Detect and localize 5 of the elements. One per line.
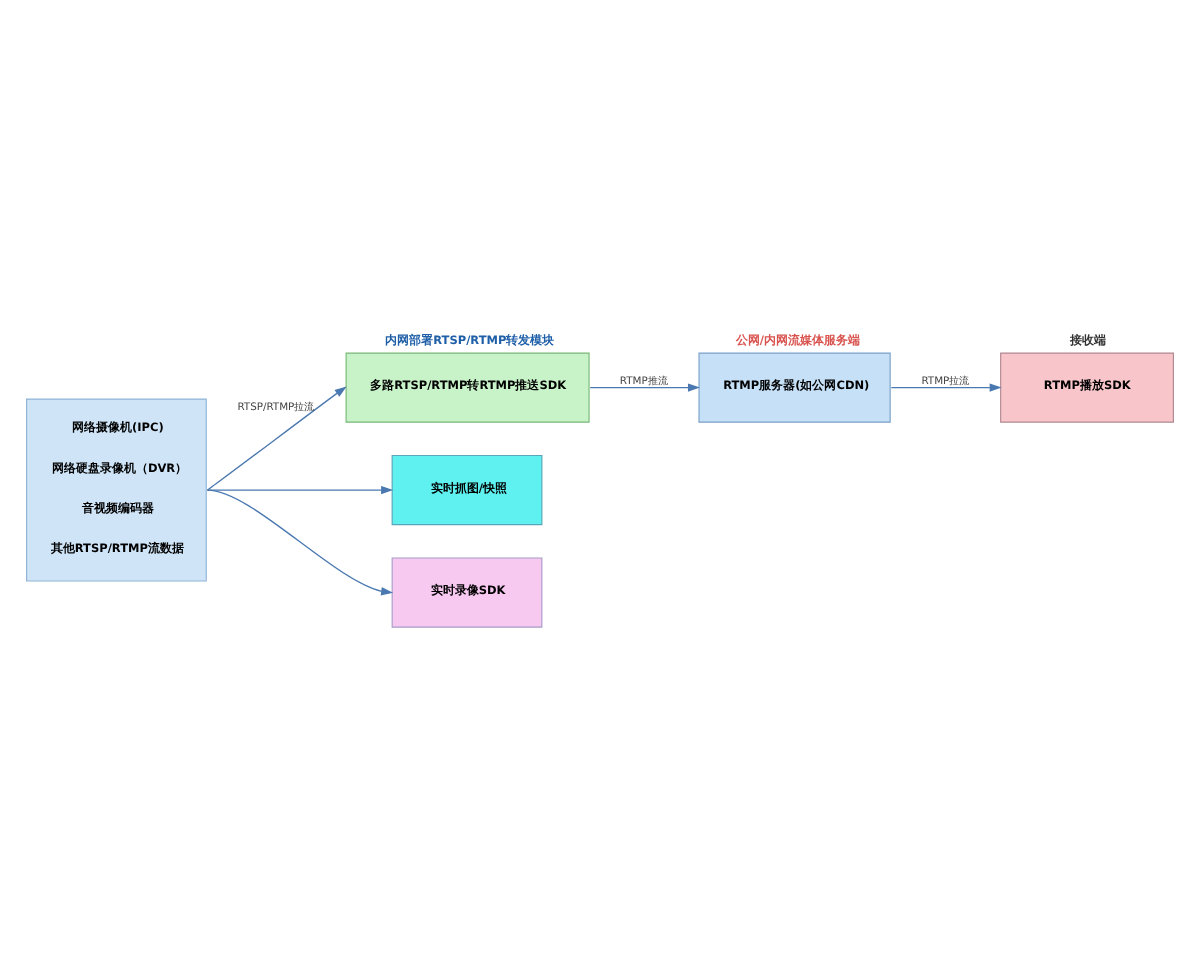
arrow [206,386,347,491]
arrow [206,485,394,495]
arrow [890,383,1002,392]
arrow [206,489,394,596]
arrow [589,383,700,392]
